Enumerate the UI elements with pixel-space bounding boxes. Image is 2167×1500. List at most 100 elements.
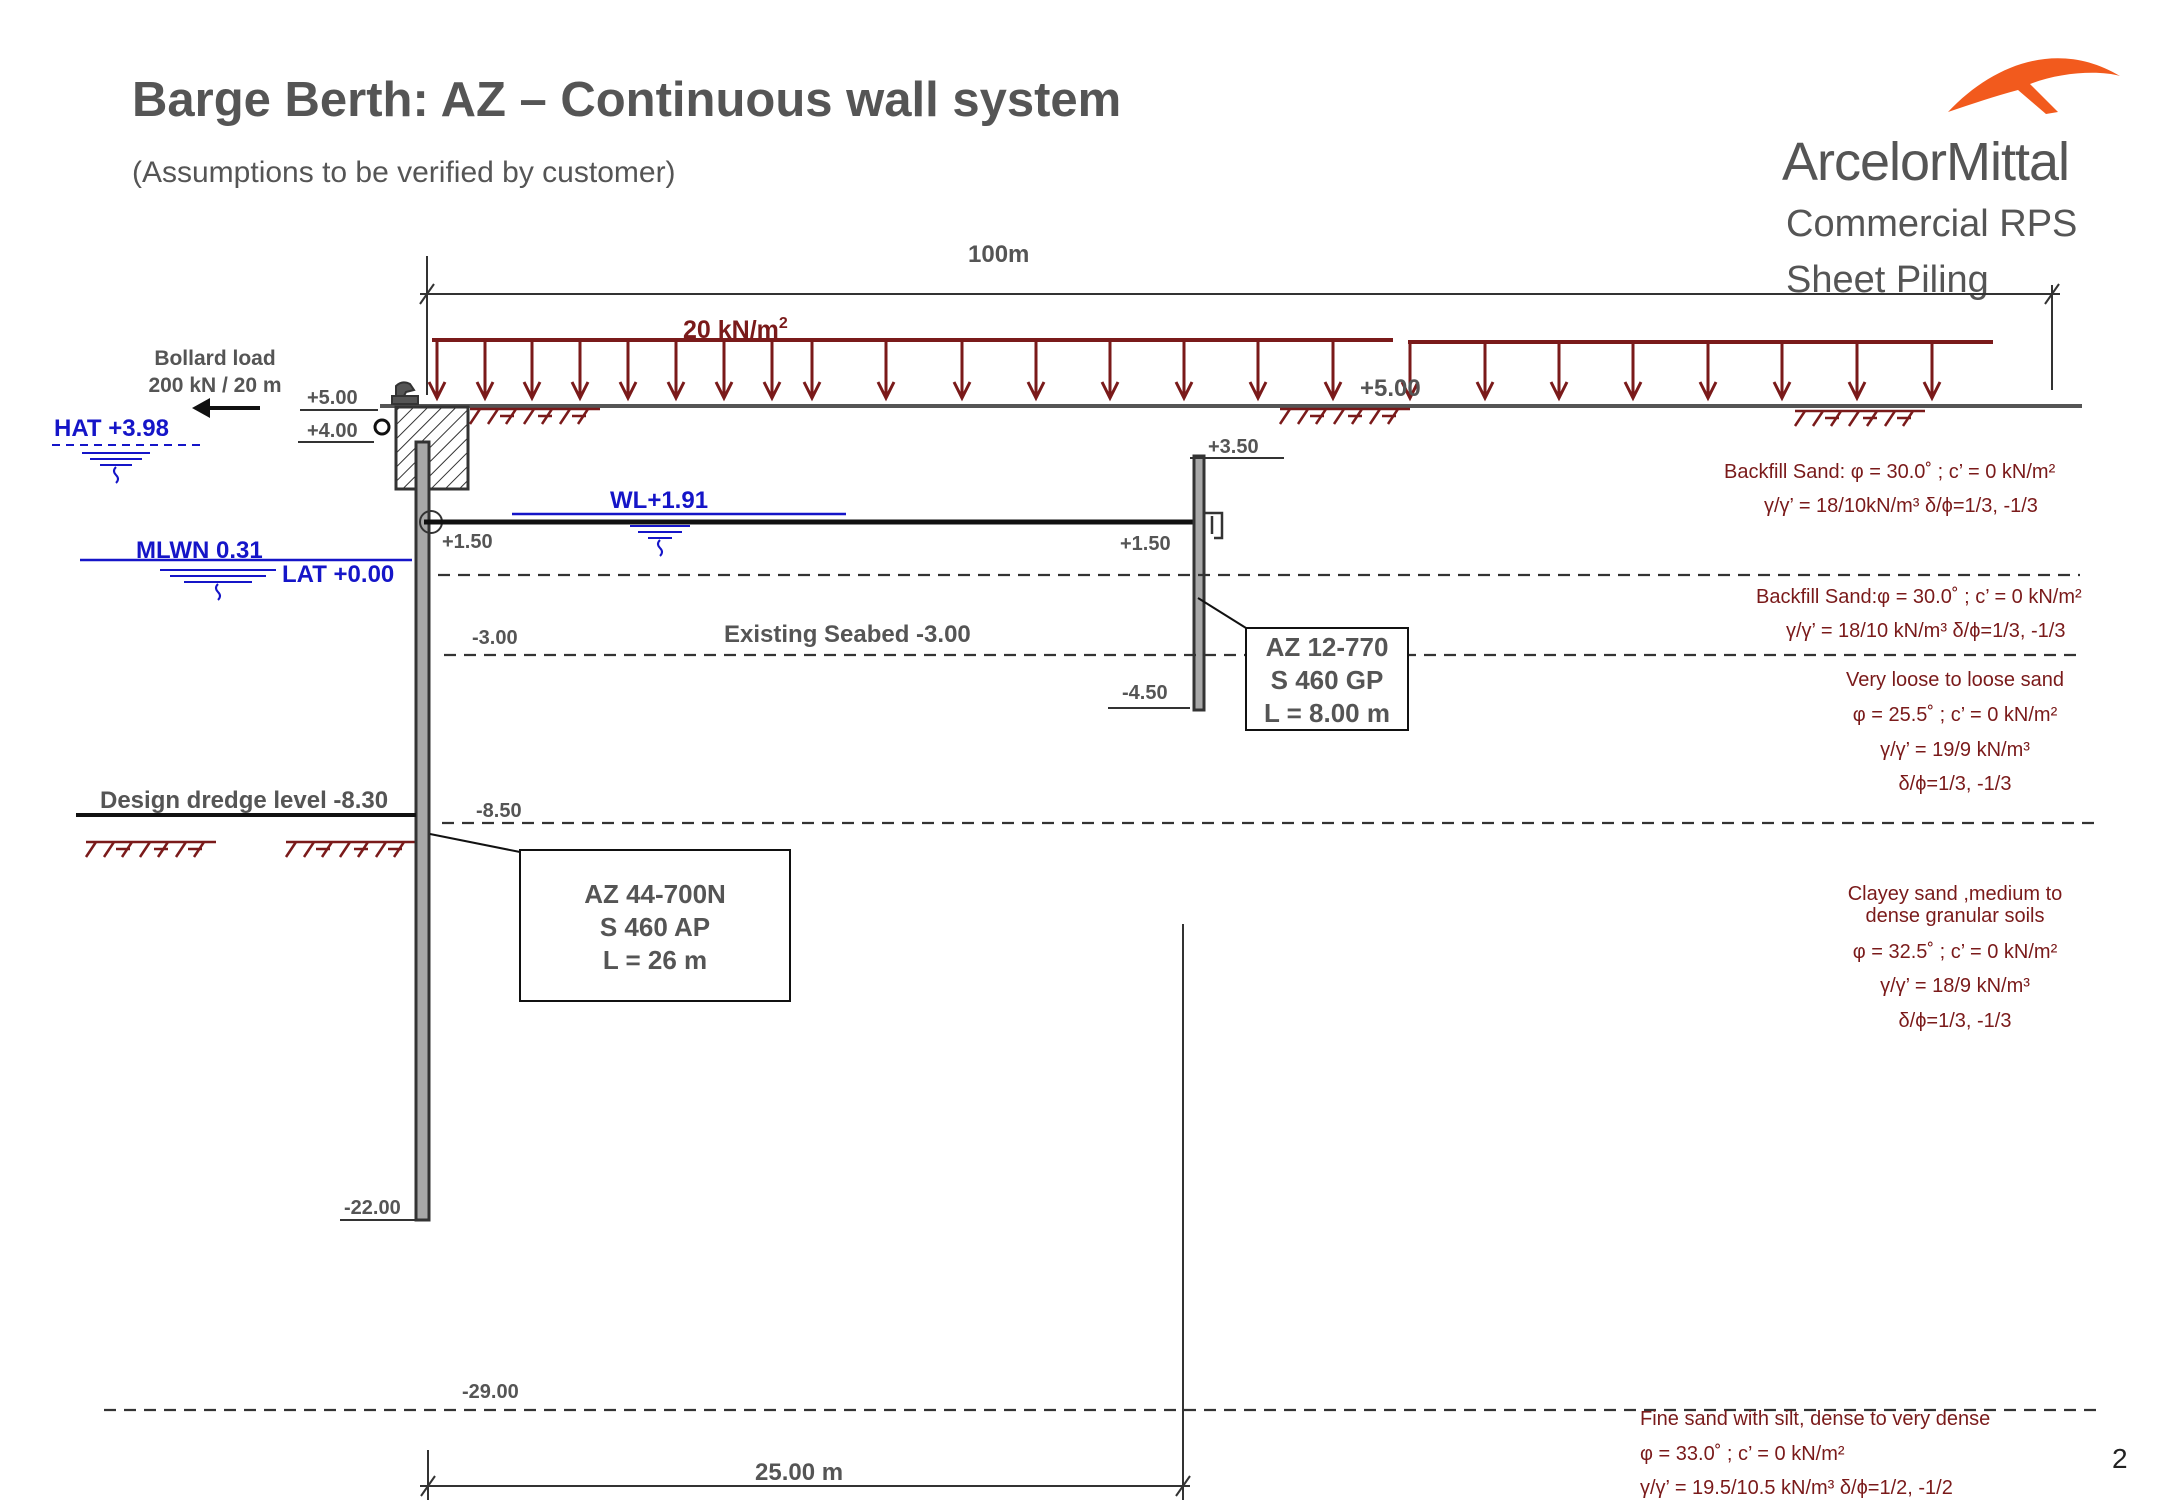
- soil-param: Fine sand with silt, dense to very dense: [1640, 1408, 1990, 1430]
- soil-param: Backfill Sand: φ = 30.0˚ ; c’ = 0 kN/m²: [1724, 461, 2056, 483]
- level-label: -4.50: [1122, 682, 1168, 704]
- surcharge-arrow-head: [1174, 381, 1194, 402]
- soil-param: Very loose to loose sand: [1846, 669, 2064, 691]
- soil-param: γ/γ’ = 18/10kN/m³ δ/ϕ=1/3, -1/3: [1764, 495, 2038, 517]
- top-dimension-line: [419, 256, 2060, 395]
- surcharge-arrow-head: [1026, 381, 1046, 402]
- surcharge-arrow-head: [1475, 381, 1495, 402]
- surcharge-arrow-head: [876, 381, 896, 402]
- soil-param: φ = 25.5˚ ; c’ = 0 kN/m²: [1853, 704, 2058, 726]
- seabed-label: Existing Seabed -3.00: [724, 621, 971, 648]
- anchor-pile-section: AZ 12-770: [1266, 632, 1389, 662]
- soil-layer-3-params: Very loose to loose sand φ = 25.5˚ ; c’ …: [1846, 669, 2064, 795]
- soil-layer-2-params: Backfill Sand:φ = 30.0˚ ; c’ = 0 kN/m² γ…: [1756, 586, 2082, 642]
- soil-param: dense granular soils: [1866, 905, 2045, 927]
- surcharge-arrow-head: [1400, 381, 1420, 402]
- ground-hatch-symbol: [1278, 407, 1410, 425]
- bollard-load-arrow: [192, 398, 260, 418]
- logo-wordmark: ArcelorMittal: [1782, 132, 2069, 192]
- bottom-dimension-line: [420, 924, 1191, 1500]
- soil-layer-4-params: Clayey sand ,medium to dense granular so…: [1848, 883, 2063, 1032]
- water-level-symbol: [630, 525, 690, 557]
- anchor-pile-length: L = 8.00 m: [1264, 698, 1390, 728]
- anchor-sheet-pile-wall: [1192, 454, 1206, 712]
- level-label: +1.50: [1120, 533, 1171, 555]
- page-number: 2: [2112, 1443, 2128, 1474]
- soil-param: γ/γ’ = 19/9 kN/m³: [1880, 739, 2030, 761]
- logo-swoosh: [1948, 58, 2120, 114]
- soil-param: Backfill Sand:φ = 30.0˚ ; c’ = 0 kN/m²: [1756, 586, 2082, 608]
- surcharge-arrow-head: [427, 381, 447, 402]
- surcharge-arrow-head: [1847, 381, 1867, 402]
- surcharge-arrow-head: [618, 381, 638, 402]
- dredge-level-label: Design dredge level -8.30: [100, 787, 388, 814]
- water-level-label: WL+1.91: [610, 487, 708, 514]
- surcharge-arrow-head: [1623, 381, 1643, 402]
- water-level-symbol: [82, 452, 150, 484]
- capping-beam: [394, 405, 470, 491]
- ground-hatch-symbol: [84, 840, 216, 858]
- surcharge-arrow-head: [1922, 381, 1942, 402]
- soil-param: γ/γ’ = 18/10 kN/m³ δ/ϕ=1/3, -1/3: [1786, 620, 2065, 642]
- surcharge-arrow-head: [570, 381, 590, 402]
- slide-subtitle: (Assumptions to be verified by customer): [132, 156, 676, 189]
- anchor-pile-callout: [1245, 627, 1409, 731]
- bottom-span-label: 25.00 m: [755, 1459, 843, 1486]
- surcharge-arrow-head: [522, 381, 542, 402]
- surcharge-arrow-head: [952, 381, 972, 402]
- main-pile-grade: S 460 AP: [600, 912, 710, 942]
- main-pile-length: L = 26 m: [603, 945, 707, 975]
- surcharge-arrow-head: [1248, 381, 1268, 402]
- soil-layer-boundaries: [104, 573, 2104, 1412]
- level-label: +5.00: [1360, 375, 1421, 402]
- level-label: +1.50: [442, 531, 493, 553]
- arcelormittal-logo: ArcelorMittal: [1782, 58, 2120, 192]
- surcharge-arrow-head: [1772, 381, 1792, 402]
- surcharge-arrow-head: [714, 381, 734, 402]
- water-level-symbol: [160, 569, 276, 601]
- soil-layer-5-params: Fine sand with silt, dense to very dense…: [1640, 1408, 1990, 1499]
- soil-param: δ/ϕ=1/3, -1/3: [1899, 773, 2012, 795]
- surcharge-arrow-head: [762, 381, 782, 402]
- ground-hatch-symbol: [1793, 409, 1925, 427]
- level-label: -29.00: [462, 1381, 519, 1403]
- soil-param: Clayey sand ,medium to: [1848, 883, 2063, 905]
- soil-param: γ/γ’ = 18/9 kN/m³: [1880, 975, 2030, 997]
- soil-param: φ = 33.0˚ ; c’ = 0 kN/m²: [1640, 1443, 1845, 1465]
- soil-layer-1-params: Backfill Sand: φ = 30.0˚ ; c’ = 0 kN/m² …: [1724, 461, 2056, 517]
- ground-hatch-symbol: [468, 407, 600, 425]
- soil-param: δ/ϕ=1/3, -1/3: [1899, 1010, 2012, 1032]
- soil-param: γ/γ’ = 19.5/10.5 kN/m³ δ/ϕ=1/2, -1/2: [1640, 1477, 1953, 1499]
- level-label: +5.00: [307, 387, 358, 409]
- main-pile-section: AZ 44-700N: [584, 879, 726, 909]
- anchor-pile-grade: S 460 GP: [1271, 665, 1384, 695]
- level-label: -22.00: [344, 1197, 401, 1219]
- slide-title: Barge Berth: AZ – Continuous wall system: [132, 73, 1121, 127]
- surcharge-arrow-head: [1100, 381, 1120, 402]
- surcharge-arrow-head: [802, 381, 822, 402]
- anchor-waling-icon: [1204, 511, 1224, 540]
- main-sheet-pile-wall: [414, 440, 431, 1222]
- water-level-label: LAT +0.00: [282, 561, 394, 588]
- main-pile-leader: [429, 833, 521, 853]
- water-level-label: HAT +3.98: [54, 415, 169, 442]
- bollard-load-label: Bollard load: [154, 347, 275, 370]
- surcharge-arrow-head: [666, 381, 686, 402]
- level-label: -3.00: [472, 627, 518, 649]
- level-label: +4.00: [307, 420, 358, 442]
- bollard-icon: [391, 381, 419, 405]
- surcharge-arrow-head: [1549, 381, 1569, 402]
- surcharge-arrow-head: [1698, 381, 1718, 402]
- anchor-pile-leader: [1197, 597, 1247, 629]
- fender-icon: [373, 418, 391, 436]
- level-label: +3.50: [1208, 436, 1259, 458]
- bollard-load-label: 200 kN / 20 m: [148, 374, 281, 397]
- ground-hatch-symbol: [284, 840, 416, 858]
- level-label: -8.50: [476, 800, 522, 822]
- surcharge-arrow-head: [475, 381, 495, 402]
- top-span-label: 100m: [968, 241, 1029, 268]
- soil-param: φ = 32.5˚ ; c’ = 0 kN/m²: [1853, 941, 2058, 963]
- department-line-1: Commercial RPS: [1786, 203, 2077, 245]
- main-pile-callout: [519, 849, 791, 1002]
